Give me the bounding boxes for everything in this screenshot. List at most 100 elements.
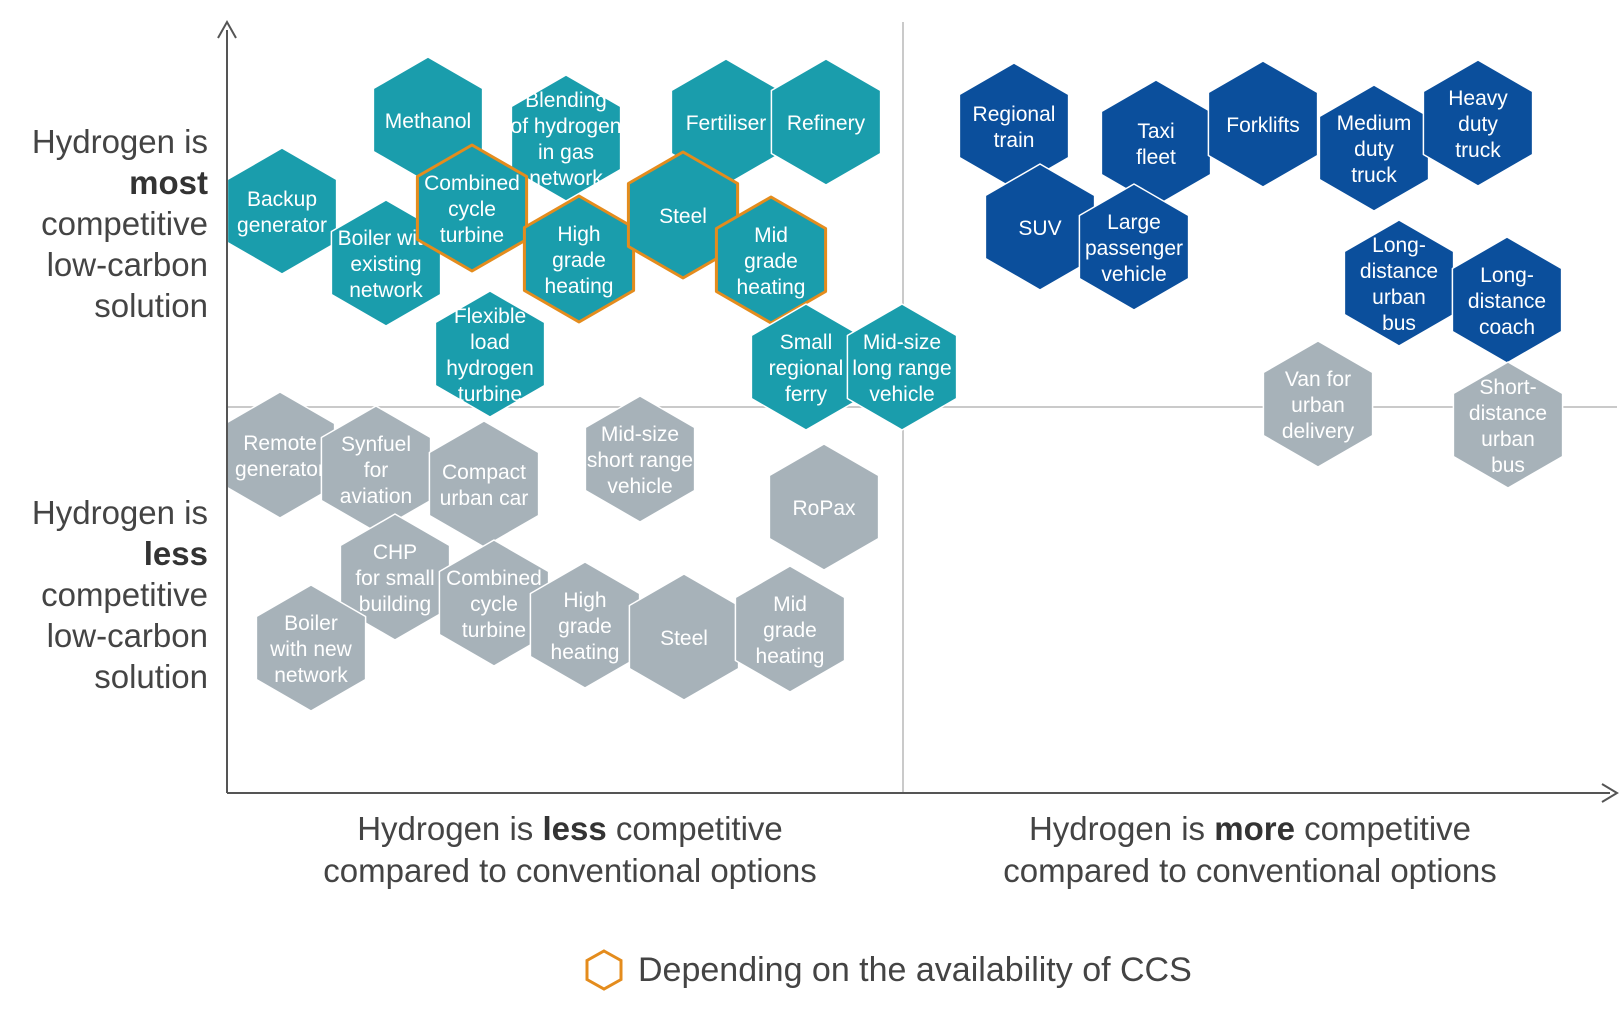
hexagon-label-line: for — [364, 459, 389, 482]
hexagon-label-line: cycle — [448, 198, 496, 221]
hexagon-label-line: vehicle — [869, 383, 934, 406]
hexagon-shape — [1207, 60, 1319, 188]
y-top-suffix: competitive low-carbon solution — [41, 205, 208, 324]
hexagon-label-line: building — [359, 593, 431, 616]
hexagon-label-line: for small — [355, 567, 434, 590]
hexagon-label-line: turbine — [458, 383, 522, 406]
hexagon-label-line: Long- — [1480, 264, 1534, 287]
hexagon-ropax-grey: RoPax — [768, 443, 880, 571]
x-axis-label-left: Hydrogen is less competitive compared to… — [250, 808, 890, 892]
hexagon-shape — [510, 74, 622, 202]
hexagon-label-line: grade — [744, 250, 798, 273]
hexagon-synfuel-for-aviation-grey: Synfuel for aviation — [320, 405, 432, 533]
hexagon-label-line: distance — [1360, 260, 1438, 283]
hexagon-shape — [224, 391, 336, 519]
hexagon-label-line: grade — [558, 615, 612, 638]
hexagon-label-line: Fertiliser — [686, 112, 767, 135]
hexagon-steel-grey: Steel — [628, 573, 740, 701]
hexagon-label-line: Mid — [754, 224, 788, 247]
hexagon-label-line: urban — [1372, 286, 1426, 309]
x-right-bold: more — [1214, 810, 1295, 847]
hexagon-label-line: bus — [1382, 312, 1416, 335]
hexagon-suv-navy: SUV — [984, 163, 1096, 291]
hexagon-label-line: RoPax — [792, 497, 856, 520]
hexagon-label-line: Mid — [773, 593, 807, 616]
hexagon-label-line: Van for — [1285, 368, 1351, 391]
hexagon-label-line: grade — [552, 249, 606, 272]
hexagon-label-line: Combined — [446, 567, 542, 590]
hexagon-label-line: SUV — [1018, 217, 1061, 240]
y-axis-label-top: Hydrogen is most competitive low-carbon … — [8, 121, 208, 326]
hexagon-label-line: regional — [769, 357, 844, 380]
x-axis-arrow-icon — [1601, 783, 1619, 803]
hexagon-label-line: generator — [235, 458, 325, 481]
hexagon-label-line: urban — [1481, 428, 1535, 451]
y-top-bold: most — [129, 164, 208, 201]
hexagon-label-line: turbine — [462, 619, 526, 642]
hexagon-label-line: urban car — [440, 487, 529, 510]
hexagon-shape — [1343, 219, 1455, 347]
hexagon-label-line: of hydrogen — [511, 115, 622, 138]
hexagon-label-line: heating — [551, 641, 620, 664]
hexagon-label-line: coach — [1479, 316, 1535, 339]
hexagon-shape — [434, 290, 546, 418]
hexagon-label-line: generator — [237, 214, 327, 237]
hexagon-label-line: with new — [269, 638, 353, 661]
hexagon-label-line: Steel — [660, 627, 708, 650]
hexagon-label-line: ferry — [785, 383, 828, 406]
y-bottom-suffix: competitive low-carbon solution — [41, 576, 208, 695]
hexagon-label-line: Mid-size — [863, 331, 941, 354]
hexagon-high-grade-heating-teal: High grade heating — [522, 194, 636, 324]
hexagon-shape — [734, 565, 846, 693]
hexagon-label-line: heating — [545, 275, 614, 298]
x-left-suffix: competitive — [615, 810, 783, 847]
hexagon-shape — [1262, 340, 1374, 468]
hexagon-label-line: Boiler with — [338, 227, 435, 250]
hexagon-label-line: delivery — [1282, 420, 1355, 443]
y-axis-label-bottom: Hydrogen is less competitive low-carbon … — [8, 492, 208, 697]
y-bottom-bold: less — [143, 535, 208, 572]
hexagon-label-line: Large — [1107, 211, 1161, 234]
y-bottom-prefix: Hydrogen is — [31, 494, 208, 531]
hexagon-label-line: Refinery — [787, 112, 866, 135]
x-right-suffix: competitive — [1304, 810, 1472, 847]
hexagon-shape — [584, 395, 696, 523]
hexagon-label-line: High — [557, 223, 600, 246]
hexagon-label-line: long range — [852, 357, 951, 380]
x-axis-label-right: Hydrogen is more competitive compared to… — [920, 808, 1580, 892]
x-right-prefix: Hydrogen is — [1028, 810, 1206, 847]
hexagon-label-line: Boiler — [284, 612, 338, 635]
hexagon-refinery-teal: Refinery — [770, 58, 882, 186]
legend: Depending on the availability of CCS — [580, 945, 1192, 995]
hexagon-label-line: Blending — [525, 89, 607, 112]
hexagon-label-line: aviation — [340, 485, 412, 508]
hexagon-shape — [626, 150, 740, 280]
hexagon-label-line: Short- — [1479, 376, 1536, 399]
hexagon-shape — [255, 584, 367, 712]
hexagon-shape — [714, 195, 828, 325]
hexagon-shape — [1422, 59, 1534, 187]
hexagon-label-line: Methanol — [385, 110, 471, 133]
hexagon-label-line: duty — [1458, 113, 1498, 136]
hexagon-methanol-teal: Methanol — [372, 56, 484, 184]
hexagon-label-line: load — [470, 331, 510, 354]
hexagon-label-line: Synfuel — [341, 433, 411, 456]
hexagon-shape — [768, 443, 880, 571]
hexagon-label-line: cycle — [470, 593, 518, 616]
hexagon-label-line: existing — [350, 253, 421, 276]
hexagon-label-line: Small — [780, 331, 833, 354]
y-top-prefix: Hydrogen is — [31, 123, 208, 160]
hexagon-shape — [1078, 183, 1190, 311]
